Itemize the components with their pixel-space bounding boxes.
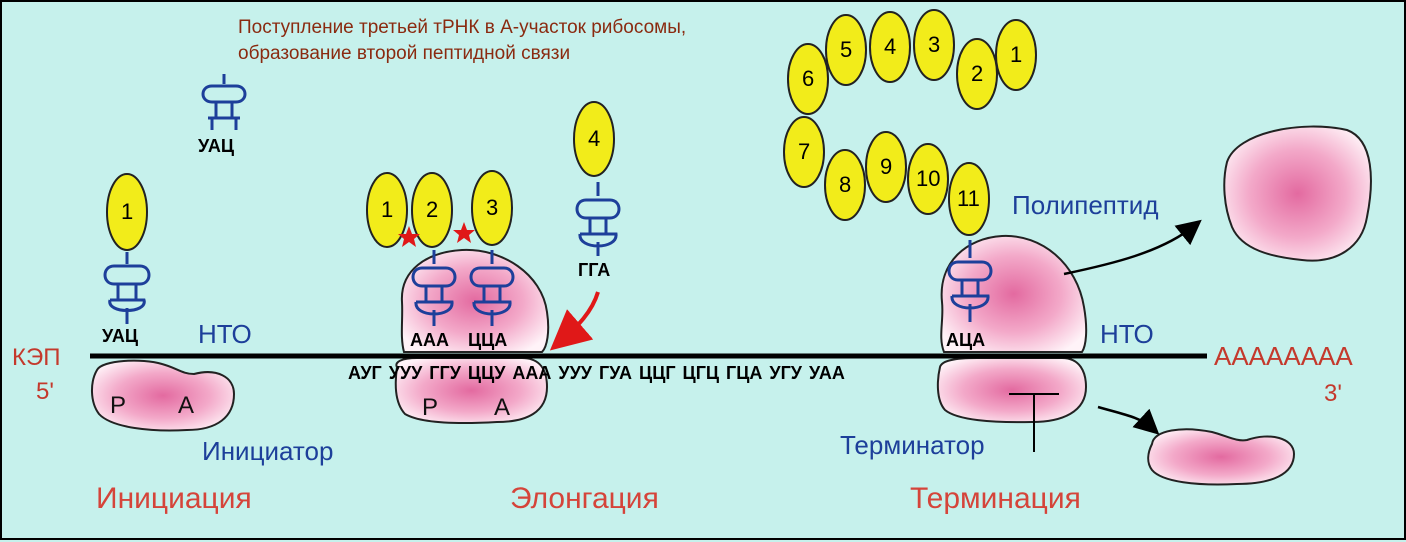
five-prime-label: 5': [36, 378, 54, 405]
polypeptide-oval: [783, 116, 825, 188]
amino-acid-number: 1: [381, 197, 394, 222]
stage-termination: Терминация: [910, 482, 1081, 515]
polypeptide-oval: [907, 143, 949, 215]
amino-acid-number: 2: [426, 197, 439, 222]
polypeptide-oval: [865, 131, 907, 203]
polypeptide-number: 5: [840, 37, 853, 62]
anticodon-termination: АЦА: [946, 330, 986, 350]
stage-elongation: Элонгация: [510, 482, 659, 515]
mrna-sequence: АУГ УУУ ГГУ ЦЦУ ААА УУУ ГУА ЦЦГ ЦГЦ ГЦА …: [348, 363, 845, 383]
trna-elongation-a: [469, 250, 515, 326]
caption-line-1: Поступление третьей тРНК в А-участок риб…: [238, 17, 687, 38]
poly-a-label: АААААААА: [1214, 341, 1353, 371]
polypeptide-number: 4: [884, 34, 897, 59]
trna-free-top: [201, 74, 247, 130]
trna-termination: [947, 240, 993, 322]
polypeptide-number: 7: [798, 139, 811, 164]
caption-line-2: образование второй пептидной связи: [238, 43, 571, 64]
p-site-label: Р: [110, 392, 127, 419]
polypeptide-release-arrow: [1063, 219, 1202, 276]
anticodon-elongation-p: ААА: [410, 330, 449, 350]
initiator-label: Инициатор: [202, 436, 334, 466]
anticodon-initiation: УАЦ: [102, 326, 138, 346]
released-large-subunit: [1223, 125, 1372, 262]
released-small-subunit: [1147, 428, 1296, 486]
polypeptide-oval: [869, 11, 911, 83]
polypeptide-oval: [913, 9, 955, 81]
subunit-release-arrow: [1097, 405, 1160, 435]
amino-acid-number: 3: [486, 195, 499, 220]
incoming-arrow: [549, 291, 600, 351]
utr-left-label: НТО: [198, 319, 252, 349]
anticodon-elongation-a: ЦЦА: [468, 330, 508, 350]
a-site-label: А: [494, 394, 511, 421]
polypeptide-number: 9: [880, 154, 893, 179]
polypeptide-number: 3: [928, 32, 941, 57]
polypeptide-oval: [995, 19, 1037, 91]
ribosome-small-initiation: [91, 359, 236, 432]
stage-initiation: Инициация: [96, 482, 252, 515]
ribosome-small-termination: [936, 357, 1088, 424]
cap-label: КЭП: [12, 344, 61, 371]
anticodon-free-top: УАЦ: [198, 136, 234, 156]
polypeptide-number: 8: [839, 172, 852, 197]
amino-acid-oval: [471, 170, 513, 246]
amino-acid-oval: [106, 173, 148, 251]
utr-right-label: НТО: [1100, 319, 1154, 349]
three-prime-label: 3': [1324, 380, 1342, 407]
terminator-label: Терминатор: [840, 430, 985, 460]
trna-elongation-p: [411, 250, 457, 326]
polypeptide-label: Полипептид: [1012, 190, 1159, 220]
polypeptide-oval: [824, 149, 866, 221]
amino-acid-number: 1: [121, 199, 134, 224]
peptide-bond-star: [453, 222, 475, 243]
trna-initiation: [103, 252, 151, 324]
polypeptide-number: 11: [957, 186, 980, 211]
trna-incoming: [575, 182, 621, 256]
polypeptide-oval: [948, 162, 990, 236]
polypeptide-oval: [787, 43, 829, 115]
p-site-label: Р: [422, 394, 439, 421]
amino-acid-number: 4: [588, 126, 601, 151]
peptide-bond-star: [398, 226, 420, 247]
amino-acid-oval: [573, 101, 615, 177]
anticodon-incoming: ГГА: [578, 260, 611, 280]
polypeptide-number: 2: [971, 61, 984, 86]
terminator-bracket: [1009, 393, 1059, 452]
polypeptide-oval: [956, 38, 998, 110]
amino-acid-oval: [411, 172, 453, 248]
polypeptide-number: 1: [1010, 42, 1023, 67]
polypeptide-number: 6: [802, 66, 815, 91]
polypeptide-oval: [825, 14, 867, 86]
polypeptide-number: 10: [916, 166, 941, 191]
a-site-label: А: [178, 392, 195, 419]
amino-acid-oval: [366, 172, 408, 248]
ribosome-large-termination: [940, 234, 1088, 353]
